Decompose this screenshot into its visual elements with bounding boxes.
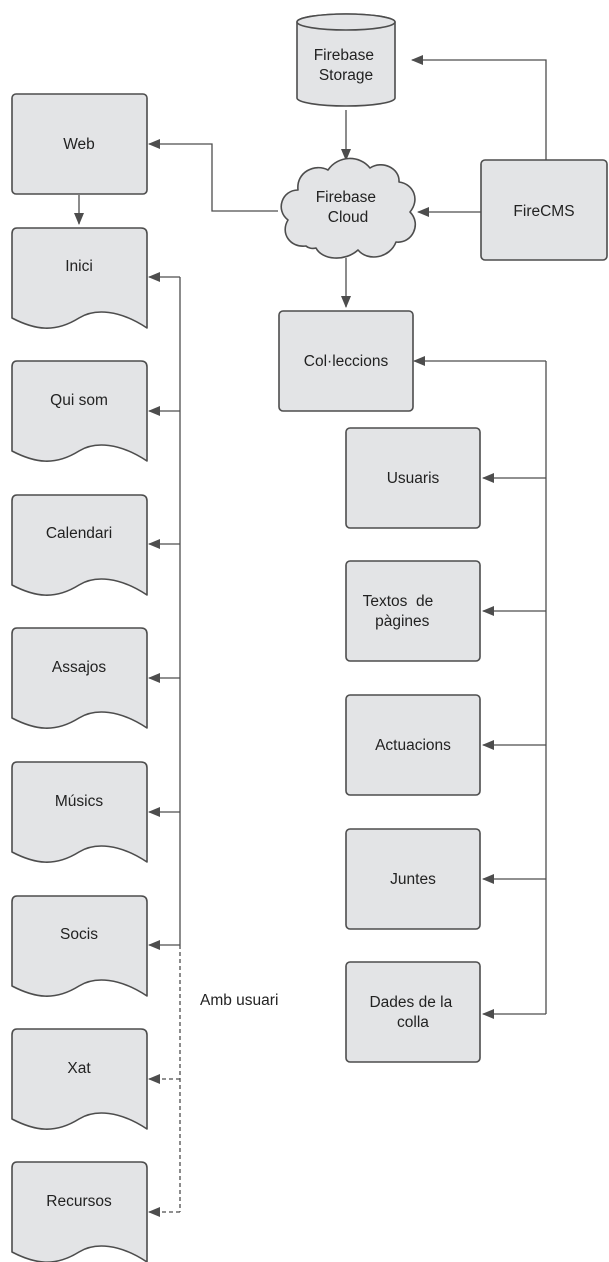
edge-firecms-to-storage bbox=[411, 55, 547, 160]
node-label: Web bbox=[63, 136, 95, 153]
node-firebase-storage: Firebase Storage bbox=[296, 13, 396, 107]
node-firecms: FireCMS bbox=[480, 159, 608, 261]
collection-juntes: Juntes bbox=[345, 828, 481, 930]
annotation-amb-usuari: Amb usuari bbox=[200, 992, 278, 1009]
node-label: Firebase Storage bbox=[314, 47, 379, 84]
node-label: Qui som bbox=[50, 392, 108, 409]
node-label: Recursos bbox=[46, 1193, 112, 1210]
page-socis: Socis bbox=[11, 895, 148, 997]
collection-dades-de-la-colla: Dades de la colla bbox=[345, 961, 481, 1063]
node-label: Socis bbox=[60, 926, 98, 943]
page-musics: Músics bbox=[11, 761, 148, 863]
node-label: Usuaris bbox=[387, 470, 440, 487]
node-label: Inici bbox=[65, 258, 93, 275]
node-label: Juntes bbox=[390, 871, 436, 888]
node-web: Web bbox=[11, 93, 148, 195]
page-inici: Inici bbox=[11, 227, 148, 329]
node-label: Firebase Cloud bbox=[316, 189, 381, 226]
node-label: FireCMS bbox=[513, 203, 574, 220]
page-recursos: Recursos bbox=[11, 1161, 148, 1262]
edge-cloud-to-web bbox=[148, 139, 278, 212]
node-label: Actuacions bbox=[375, 737, 451, 754]
collection-actuacions: Actuacions bbox=[345, 694, 481, 796]
connectors bbox=[74, 55, 547, 1217]
node-label: Calendari bbox=[46, 525, 112, 542]
page-qui-som: Qui som bbox=[11, 360, 148, 462]
page-calendari: Calendari bbox=[11, 494, 148, 596]
node-colleccions: Col·leccions bbox=[278, 310, 414, 412]
node-label: Xat bbox=[67, 1060, 91, 1077]
node-label: Músics bbox=[55, 793, 103, 810]
collection-textos-de-pagines: Textos de pàgines bbox=[345, 560, 481, 662]
node-label: Assajos bbox=[52, 659, 107, 676]
node-label: Dades de la colla bbox=[369, 994, 456, 1031]
collection-usuaris: Usuaris bbox=[345, 427, 481, 529]
node-label: Col·leccions bbox=[304, 353, 389, 370]
page-xat: Xat bbox=[11, 1028, 148, 1130]
page-assajos: Assajos bbox=[11, 627, 148, 729]
node-label: Textos de pàgines bbox=[363, 593, 464, 630]
node-firebase-cloud: Firebase Cloud bbox=[280, 157, 416, 259]
